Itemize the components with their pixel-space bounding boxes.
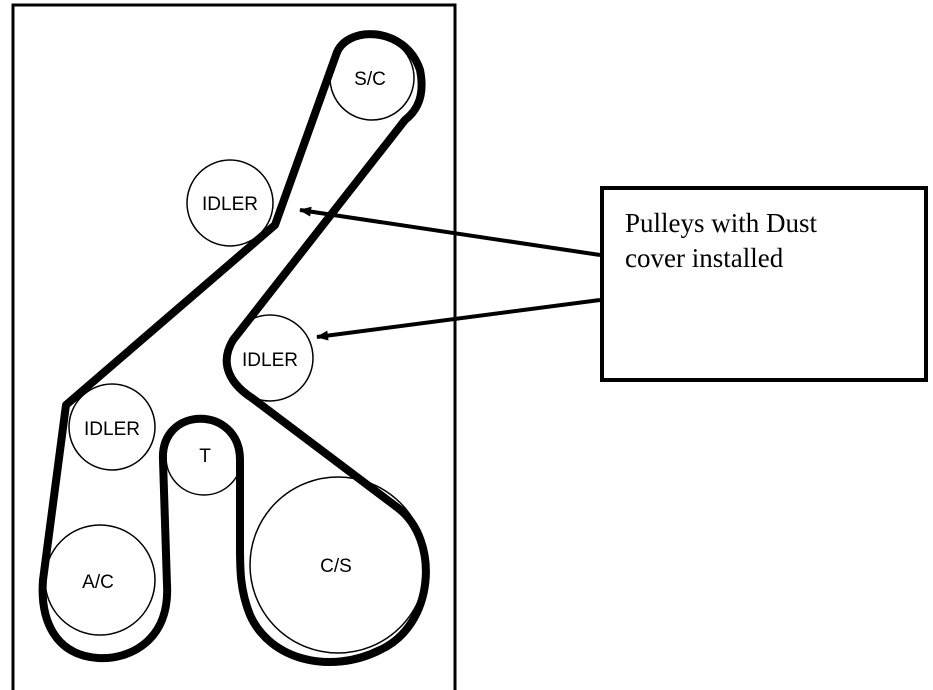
pulley-tensioner-label: T	[199, 446, 211, 467]
callout-arrow-upper	[299, 206, 601, 257]
pulley-idler-upper-label: IDLER	[202, 194, 258, 215]
serpentine-belt	[38, 30, 430, 667]
callout-box	[600, 186, 928, 382]
diagram-frame	[11, 3, 457, 690]
pulley-ac-label: A/C	[82, 572, 114, 593]
pulley-idler-middle-label: IDLER	[242, 350, 298, 371]
pulley-cs-label: C/S	[320, 556, 352, 577]
callout-line-2: cover installed	[625, 243, 784, 273]
pulley-idler-lower-label: IDLER	[84, 419, 140, 440]
pulley-idler-lower	[68, 383, 156, 471]
callout-arrow-lower	[316, 298, 601, 341]
pulley-idler-upper	[186, 159, 274, 247]
pulley-sc-label: S/C	[354, 69, 386, 90]
callout-line-1: Pulleys with Dust	[625, 208, 818, 238]
